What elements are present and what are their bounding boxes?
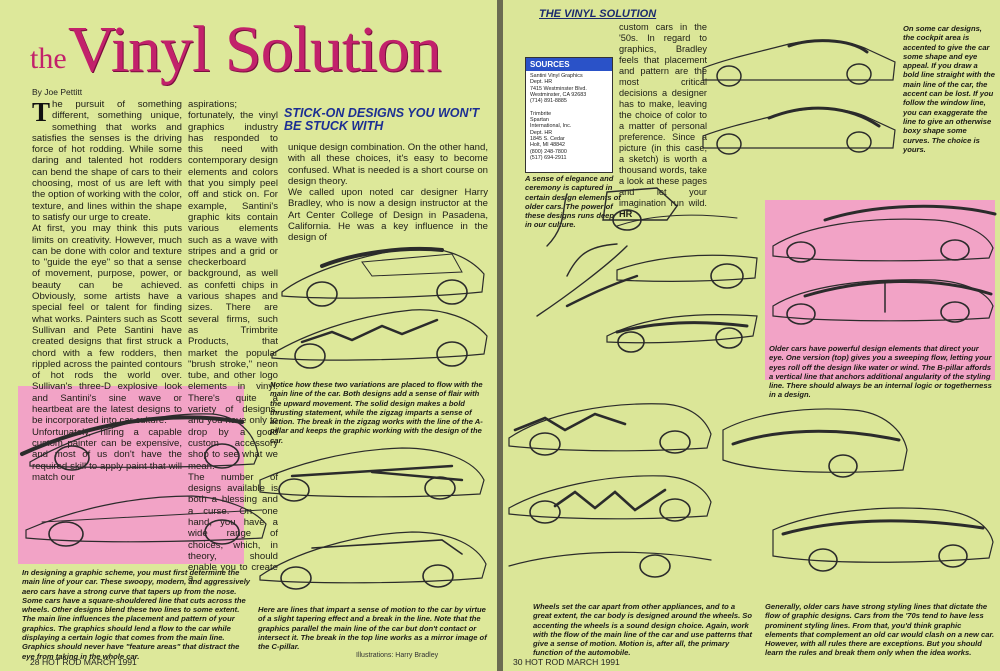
- caption-text: A sense of elegance and ceremony is capt…: [525, 174, 621, 230]
- body-text: custom cars in the '50s. In regard to gr…: [619, 22, 707, 219]
- body-text: unique design combination. On the other …: [288, 142, 488, 244]
- car-sketch-pair-motion: [259, 447, 487, 590]
- caption-text: Here are lines that impart a sense of mo…: [258, 605, 487, 652]
- caption-text: Notice how these two variations are plac…: [270, 380, 483, 445]
- car-sketch-pair-cockpit: [702, 39, 896, 155]
- car-sketch-wheels-group: [508, 403, 712, 578]
- headline: STICK-ON DESIGNS YOU WON'T BE STUCK WITH: [284, 106, 480, 133]
- caption-text: Wheels set the car apart from other appl…: [533, 602, 753, 658]
- caption-elegance: A sense of elegance and ceremony is capt…: [525, 174, 621, 230]
- pink-highlight-panel: [765, 200, 995, 380]
- caption-flow: Notice how these two variations are plac…: [270, 380, 492, 445]
- caption-cockpit: On some car designs, the cockpit area is…: [903, 24, 995, 154]
- caption-scheme: In designing a graphic scheme, you must …: [22, 568, 254, 661]
- article-title: the Vinyl Solution: [30, 13, 490, 94]
- caption-text: Older cars have powerful design elements…: [769, 344, 992, 400]
- body-text: he pursuit of something different, somet…: [32, 99, 182, 483]
- pink-highlight-panel: [18, 386, 244, 564]
- caption-text: Generally, older cars have strong stylin…: [765, 602, 995, 658]
- car-sketch-pair-main-line: [20, 413, 267, 547]
- byline: By Joe Pettitt: [32, 87, 83, 97]
- drop-cap: T: [32, 97, 51, 127]
- caption-text: In designing a graphic scheme, you must …: [22, 568, 251, 661]
- title-main: Vinyl Solution: [68, 13, 442, 86]
- car-sketch-pair-upper: [271, 246, 488, 369]
- body-column-right: custom cars in the '50s. In regard to gr…: [619, 22, 707, 220]
- running-head: THE VINYL SOLUTION: [539, 8, 657, 20]
- caption-older: Older cars have powerful design elements…: [769, 344, 995, 400]
- caption-wheels: Wheels set the car apart from other appl…: [533, 602, 755, 658]
- sources-box: SOURCES Santini Vinyl Graphics Dept. HR …: [525, 57, 613, 173]
- body-column-3: unique design combination. On the other …: [288, 142, 488, 244]
- left-page: the Vinyl Solution By Joe Pettitt T he p…: [0, 0, 497, 671]
- car-sketch-elegance-group: [536, 187, 758, 353]
- title-the: the: [30, 42, 67, 75]
- page-folio: 30 HOT ROD MARCH 1991: [513, 657, 620, 667]
- caption-text: On some car designs, the cockpit area is…: [903, 24, 995, 154]
- car-sketch-older-pair: [772, 204, 997, 325]
- end-mark: HR: [619, 209, 633, 219]
- sources-text: Santini Vinyl Graphics Dept. HR 7415 Wes…: [530, 73, 587, 161]
- sources-title: SOURCES: [526, 58, 612, 71]
- caption-styling: Generally, older cars have strong stylin…: [765, 602, 995, 658]
- body-column-1: T he pursuit of something different, som…: [32, 99, 182, 483]
- illustration-credit: Illustrations: Harry Bradley: [356, 652, 439, 659]
- right-page: THE VINYL SOLUTION SOURCES Santini Vinyl…: [503, 0, 1000, 671]
- page-folio: 28 HOT ROD MARCH 1991: [30, 657, 137, 667]
- car-sketch-styling-group: [722, 408, 994, 572]
- caption-motion: Here are lines that impart a sense of mo…: [258, 605, 492, 651]
